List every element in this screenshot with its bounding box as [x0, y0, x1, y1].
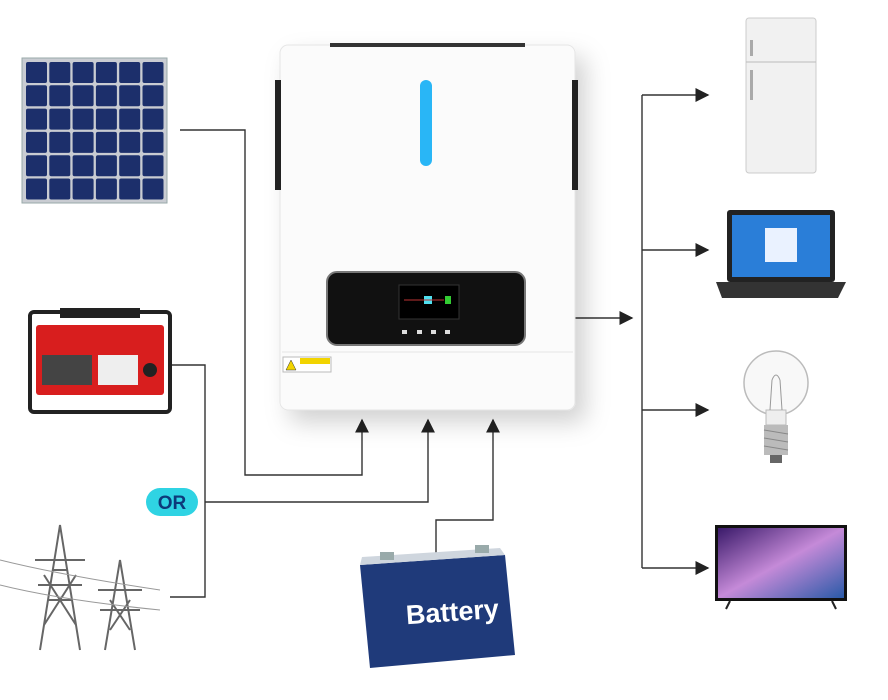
solar-cell — [72, 108, 94, 130]
solar-cell — [95, 108, 117, 130]
menu-button[interactable] — [402, 330, 407, 334]
solar-cell — [119, 85, 141, 107]
solar-cell — [95, 155, 117, 177]
battery-label: Battery — [405, 594, 500, 630]
solar-cell — [26, 108, 47, 130]
solar-cell — [142, 131, 164, 153]
battery: Battery — [360, 545, 515, 668]
down-button[interactable] — [431, 330, 436, 334]
battery-terminal — [380, 552, 394, 560]
solar-wire — [180, 129, 369, 476]
laptop — [716, 210, 846, 298]
television — [715, 525, 847, 610]
solar-cell — [142, 178, 164, 200]
solar-cell — [119, 178, 141, 200]
solar-cell — [142, 62, 164, 83]
solar-cell — [26, 178, 47, 200]
status-indicator-light — [420, 80, 432, 166]
solar-cell — [49, 178, 71, 200]
solar-cell — [119, 131, 141, 153]
control-buttons — [402, 330, 450, 334]
solar-cells — [26, 62, 164, 200]
generator-grid-bus — [170, 364, 206, 598]
solar-cell — [142, 85, 164, 107]
solar-cell — [95, 62, 117, 83]
solar-cell — [119, 108, 141, 130]
ac-input-wire — [205, 418, 435, 503]
warning-icon — [285, 359, 297, 371]
solar-cell — [49, 85, 71, 107]
solar-cell — [142, 155, 164, 177]
battery-wire — [435, 418, 500, 555]
solar-cell — [49, 131, 71, 153]
solar-cell — [119, 155, 141, 177]
solar-cell — [142, 108, 164, 130]
solar-cell — [72, 155, 94, 177]
solar-cell — [95, 85, 117, 107]
or-label: OR — [158, 493, 187, 514]
refrigerator — [745, 17, 817, 174]
or-badge: OR — [146, 488, 198, 516]
light-bulb — [743, 350, 809, 463]
up-button[interactable] — [417, 330, 422, 334]
solar-panel — [21, 57, 168, 204]
solar-cell — [49, 62, 71, 83]
solar-cell — [95, 131, 117, 153]
solar-cell — [72, 131, 94, 153]
enter-button[interactable] — [445, 330, 450, 334]
solar-cell — [95, 178, 117, 200]
power-grid-pylons — [0, 524, 161, 651]
wires — [170, 88, 710, 598]
inverter — [275, 43, 578, 411]
solar-cell — [72, 178, 94, 200]
solar-cell — [72, 85, 94, 107]
solar-cell — [26, 62, 47, 83]
solar-cell — [49, 108, 71, 130]
generator — [28, 308, 172, 414]
solar-cell — [72, 62, 94, 83]
solar-cell — [26, 155, 47, 177]
battery-terminal — [475, 545, 489, 553]
solar-cell — [119, 62, 141, 83]
solar-cell — [26, 85, 47, 107]
solar-cell — [49, 155, 71, 177]
solar-cell — [26, 131, 47, 153]
